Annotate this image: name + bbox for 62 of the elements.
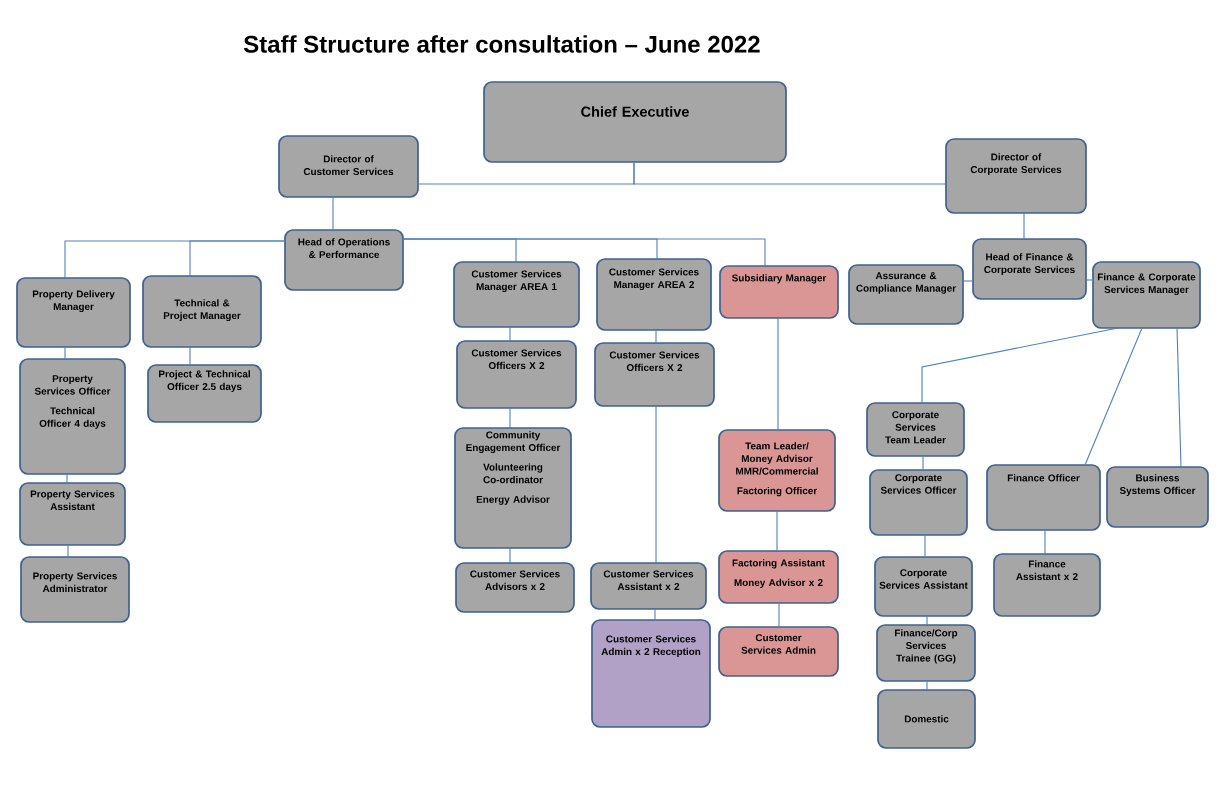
- role-box: Property Services Officer Technical Officer 4 days: [19, 358, 126, 475]
- connector-line: [64, 346, 66, 360]
- role-box: Corporate Services Assistant: [874, 556, 973, 617]
- role-box: Customer Services Assistant x 2: [590, 562, 707, 610]
- connector-line: [1085, 279, 1094, 281]
- connector-line: [926, 615, 928, 626]
- connector-line: [402, 238, 766, 267]
- connector-line: [509, 407, 511, 429]
- role-box: Property Services Administrator: [20, 556, 130, 623]
- role-box: Customer Services Officers X 2: [594, 342, 715, 407]
- role-box: Finance/Corp Services Trainee (GG): [876, 624, 976, 682]
- connector-line: [776, 510, 778, 552]
- role-box: Subsidiary Manager: [719, 265, 839, 319]
- connector-line: [509, 326, 511, 342]
- role-box: Customer Services Manager AREA 2: [596, 258, 712, 331]
- connector-line: [189, 346, 191, 366]
- role-box: Customer Services Advisors x 2: [455, 562, 575, 613]
- role-box: Project & Technical Officer 2.5 days: [147, 364, 262, 423]
- role-box: Chief Executive: [483, 81, 787, 163]
- role-box: Community Engagement Officer Volunteering Co-ordinator Energy Advisor: [454, 427, 572, 549]
- connector-line: [633, 161, 947, 185]
- role-box: Corporate Services Team Leader: [866, 402, 965, 457]
- connector-line: [962, 280, 974, 282]
- role-box: Assurance & Compliance Manager: [848, 264, 964, 325]
- connector-line: [655, 405, 657, 564]
- role-box: Customer Services Admin x 2 Reception: [591, 619, 711, 728]
- role-box: Team Leader/ Money Advisor MMR/Commercial Factoring Officer: [718, 429, 836, 512]
- connector-line: [778, 602, 780, 628]
- connector-line: [509, 547, 511, 564]
- connector-line: [924, 534, 926, 558]
- role-box: Domestic: [877, 689, 976, 749]
- connector-line: [777, 317, 779, 431]
- connector-line: [654, 608, 656, 621]
- connector-line: [67, 544, 69, 558]
- role-box: Head of Operations & Performance: [284, 229, 404, 291]
- connector-line: [1084, 327, 1143, 466]
- role-box: Property Delivery Manager: [16, 277, 131, 348]
- connector-line: [1176, 327, 1182, 468]
- role-box: Business Systems Officer: [1106, 466, 1209, 528]
- role-box: Customer Services Officers X 2: [456, 340, 577, 409]
- role-box: Customer Services Manager AREA 1: [453, 261, 580, 328]
- chart-title: Staff Structure after consultation – June 2022: [243, 35, 760, 53]
- role-box: Factoring Assistant Money Advisor x 2: [718, 550, 839, 604]
- connector-line: [189, 240, 286, 277]
- connector-line: [922, 455, 924, 471]
- role-box: Director of Corporate Services: [945, 138, 1087, 214]
- role-box: Customer Services Admin: [718, 626, 839, 677]
- role-box: Corporate Services Officer: [869, 469, 968, 536]
- connector-line: [1023, 212, 1025, 240]
- connector-line: [66, 473, 68, 484]
- connector-line: [332, 196, 334, 231]
- role-box: Finance Officer: [986, 464, 1101, 531]
- role-box: Finance Assistant x 2: [993, 553, 1101, 617]
- connector-line: [1044, 529, 1046, 555]
- role-box: Head of Finance & Corporate Services: [972, 238, 1087, 300]
- role-box: Technical & Project Manager: [142, 275, 262, 348]
- connector-line: [926, 680, 928, 691]
- role-box: Property Services Assistant: [19, 482, 126, 546]
- role-box: Finance & Corporate Services Manager: [1092, 261, 1201, 329]
- connector-line: [655, 329, 657, 344]
- role-box: Director of Customer Services: [278, 135, 419, 198]
- connector-line: [921, 327, 1119, 404]
